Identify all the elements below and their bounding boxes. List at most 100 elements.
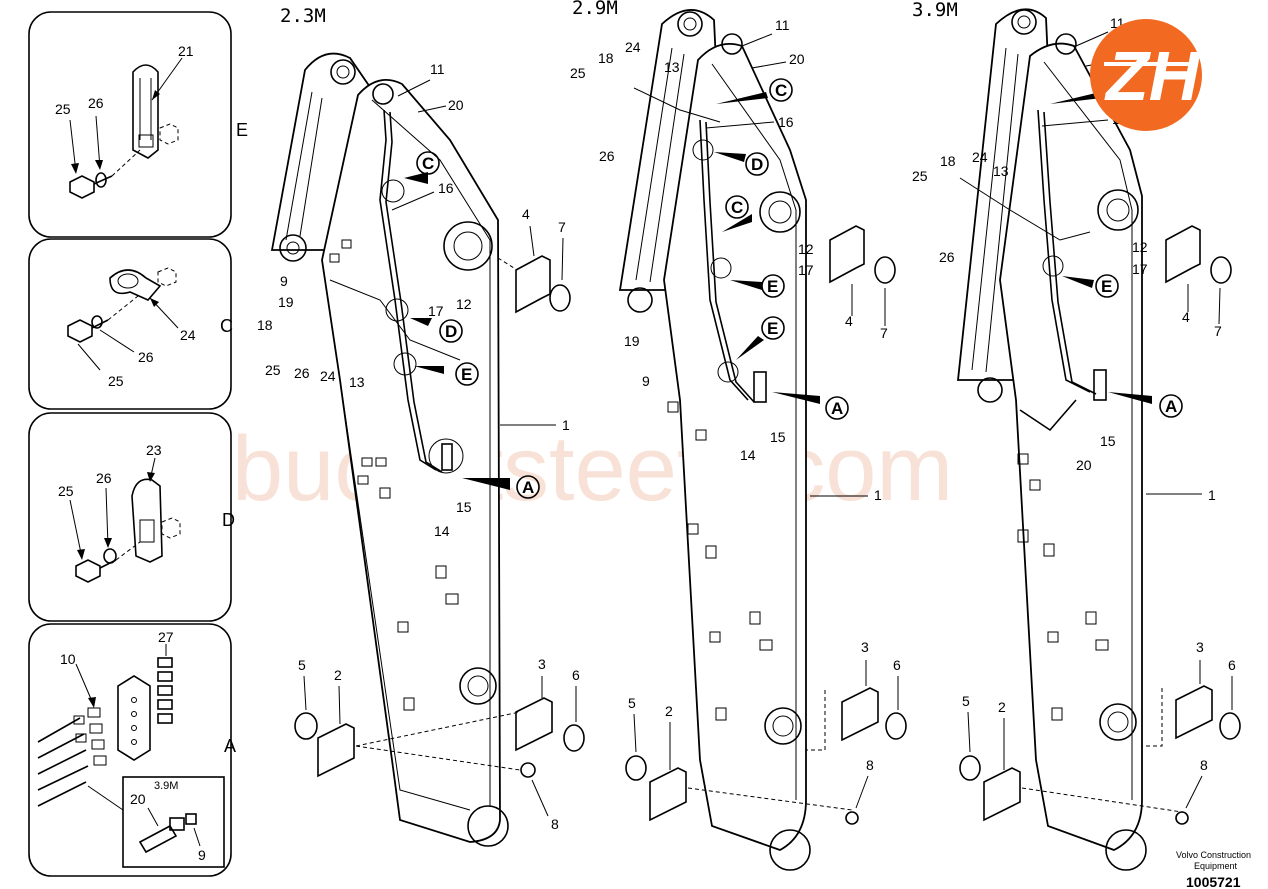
title-2-3m: 2.3M <box>280 5 326 27</box>
fittings-27 <box>157 657 173 724</box>
svg-text:17: 17 <box>428 303 444 319</box>
svg-text:25: 25 <box>912 168 928 184</box>
detail-panel-e: E 21 25 26 <box>28 11 248 238</box>
svg-text:4: 4 <box>845 313 853 329</box>
svg-text:6: 6 <box>572 667 580 683</box>
connector-block <box>117 675 151 761</box>
label-25d: 25 <box>58 483 74 499</box>
label-9a: 9 <box>198 847 206 863</box>
svg-text:A: A <box>831 399 843 418</box>
svg-text:17: 17 <box>798 262 814 278</box>
svg-text:20: 20 <box>789 51 805 67</box>
svg-text:15: 15 <box>456 499 472 515</box>
svg-text:2: 2 <box>998 699 1006 715</box>
detail-letter-c: C <box>220 316 233 336</box>
svg-text:5: 5 <box>628 695 636 711</box>
svg-text:5: 5 <box>298 657 306 673</box>
washer-7-a <box>549 284 571 312</box>
svg-text:8: 8 <box>1200 757 1208 773</box>
svg-text:D: D <box>751 155 763 174</box>
label-26d: 26 <box>96 470 112 486</box>
svg-text:11: 11 <box>775 17 790 33</box>
svg-text:25: 25 <box>570 65 586 81</box>
label-26c: 26 <box>138 349 154 365</box>
svg-text:7: 7 <box>1214 323 1222 339</box>
label-23: 23 <box>146 442 162 458</box>
svg-text:3: 3 <box>861 639 869 655</box>
svg-text:24: 24 <box>625 39 641 55</box>
svg-text:17: 17 <box>1132 261 1148 277</box>
label-25: 25 <box>55 101 71 117</box>
watermark: bucketsteeth.com <box>232 418 953 520</box>
svg-text:15: 15 <box>1100 433 1116 449</box>
drawing-number: 1005721 <box>1186 874 1241 889</box>
svg-text:6: 6 <box>1228 657 1236 673</box>
label-26: 26 <box>88 95 104 111</box>
svg-text:4: 4 <box>522 206 530 222</box>
detail-letter-e: E <box>236 120 248 140</box>
svg-text:20: 20 <box>1076 457 1092 473</box>
washer-26 <box>95 172 107 188</box>
boom-2-9m: 2.9M C D <box>570 0 907 871</box>
svg-text:12: 12 <box>456 296 472 312</box>
svg-text:13: 13 <box>993 163 1009 179</box>
svg-text:26: 26 <box>939 249 955 265</box>
clamp-24 <box>109 269 162 301</box>
svg-text:C: C <box>731 198 743 217</box>
svg-text:3: 3 <box>538 656 546 672</box>
label-20a: 20 <box>130 791 146 807</box>
svg-text:E: E <box>767 277 778 296</box>
detail-panel-a: A 27 10 3.9M 20 <box>28 623 236 877</box>
svg-text:E: E <box>767 319 778 338</box>
svg-text:6: 6 <box>893 657 901 673</box>
svg-text:5: 5 <box>962 693 970 709</box>
title-2-9m: 2.9M <box>572 0 618 19</box>
svg-text:12: 12 <box>798 241 814 257</box>
svg-text:2: 2 <box>334 667 342 683</box>
svg-text:26: 26 <box>599 148 615 164</box>
svg-text:14: 14 <box>434 523 450 539</box>
detail-panel-d: D 23 25 26 <box>28 412 235 622</box>
svg-text:8: 8 <box>551 816 559 832</box>
svg-text:2: 2 <box>665 703 673 719</box>
svg-text:13: 13 <box>349 374 365 390</box>
detail-panel-c: C 24 26 25 <box>28 238 233 410</box>
svg-text:9: 9 <box>280 273 288 289</box>
svg-text:ZH: ZH <box>1104 37 1201 115</box>
label-24: 24 <box>180 327 196 343</box>
svg-text:1: 1 <box>1208 487 1216 503</box>
svg-text:9: 9 <box>642 373 650 389</box>
svg-text:26: 26 <box>294 365 310 381</box>
svg-text:8: 8 <box>866 757 874 773</box>
bushing-3-a <box>515 697 553 752</box>
svg-text:15: 15 <box>770 429 786 445</box>
svg-text:A: A <box>522 478 534 497</box>
svg-text:7: 7 <box>558 219 566 235</box>
svg-text:E: E <box>1101 277 1112 296</box>
svg-text:1: 1 <box>874 487 882 503</box>
svg-text:4: 4 <box>1182 309 1190 325</box>
svg-text:25: 25 <box>265 362 281 378</box>
boom-3-9m: 3.9M C E <box>912 0 1241 871</box>
label-27: 27 <box>158 629 174 645</box>
bracket-21 <box>132 64 159 159</box>
title-3-9m: 3.9M <box>912 0 958 21</box>
svg-text:18: 18 <box>257 317 273 333</box>
washer-6-a <box>563 724 585 752</box>
detail-letter-d: D <box>222 510 235 530</box>
svg-text:13: 13 <box>664 59 680 75</box>
boom-2-3m: 2.3M <box>257 5 585 847</box>
svg-text:19: 19 <box>624 333 640 349</box>
label-21: 21 <box>178 43 194 59</box>
svg-text:3: 3 <box>1196 639 1204 655</box>
svg-text:12: 12 <box>1132 239 1148 255</box>
svg-text:24: 24 <box>320 368 336 384</box>
hose-20-sub <box>138 824 178 854</box>
svg-text:E: E <box>461 365 472 384</box>
svg-text:7: 7 <box>880 325 888 341</box>
brand-logo: ZH <box>1090 19 1202 131</box>
svg-text:16: 16 <box>778 114 794 130</box>
svg-text:16: 16 <box>438 180 454 196</box>
svg-text:18: 18 <box>598 50 614 66</box>
